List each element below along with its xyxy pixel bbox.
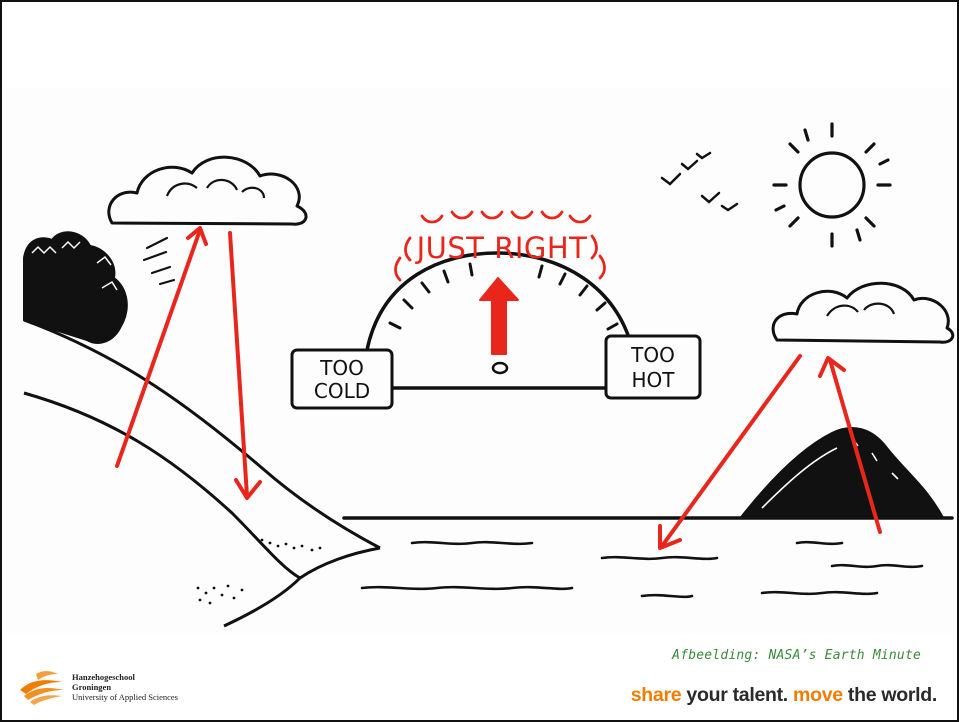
left-up-arrow-icon	[115, 228, 202, 468]
earth-climate-illustration: JUST RIGHT TOO COLD TOO HOT	[2, 88, 957, 633]
right-up-arrow-icon	[828, 358, 882, 534]
wind-marks-icon	[142, 236, 176, 286]
needle-arrow-icon	[479, 277, 519, 355]
right-cloud-icon	[771, 281, 955, 344]
sun-icon	[772, 122, 892, 248]
left-down-arrow-icon	[228, 231, 249, 498]
image-credit-caption: Afbeelding: NASA’s Earth Minute	[672, 648, 921, 663]
temperature-gauge	[365, 251, 634, 390]
left-cloud-icon	[107, 155, 308, 226]
just-right-label: JUST RIGHT	[415, 231, 588, 265]
svg-text:TOO: TOO	[630, 343, 675, 367]
flame-swoosh-logo-icon	[20, 671, 64, 705]
right-down-arrow-icon	[660, 354, 802, 548]
svg-text:HOT: HOT	[632, 368, 676, 392]
svg-text:TOO: TOO	[319, 356, 364, 380]
ocean-waves-icon	[360, 540, 924, 599]
island-icon	[739, 427, 944, 517]
birds-icon	[660, 151, 739, 212]
energy-arrows	[115, 226, 882, 550]
just-right-glow	[394, 210, 606, 282]
svg-text:COLD: COLD	[314, 379, 370, 403]
too-cold-box: TOO COLD	[290, 348, 394, 410]
hanzehogeschool-logo: Hanzehogeschool Groningen University of …	[18, 668, 178, 706]
too-hot-box: TOO HOT	[604, 334, 702, 400]
tagline: share your talent. move the world.	[630, 684, 938, 706]
